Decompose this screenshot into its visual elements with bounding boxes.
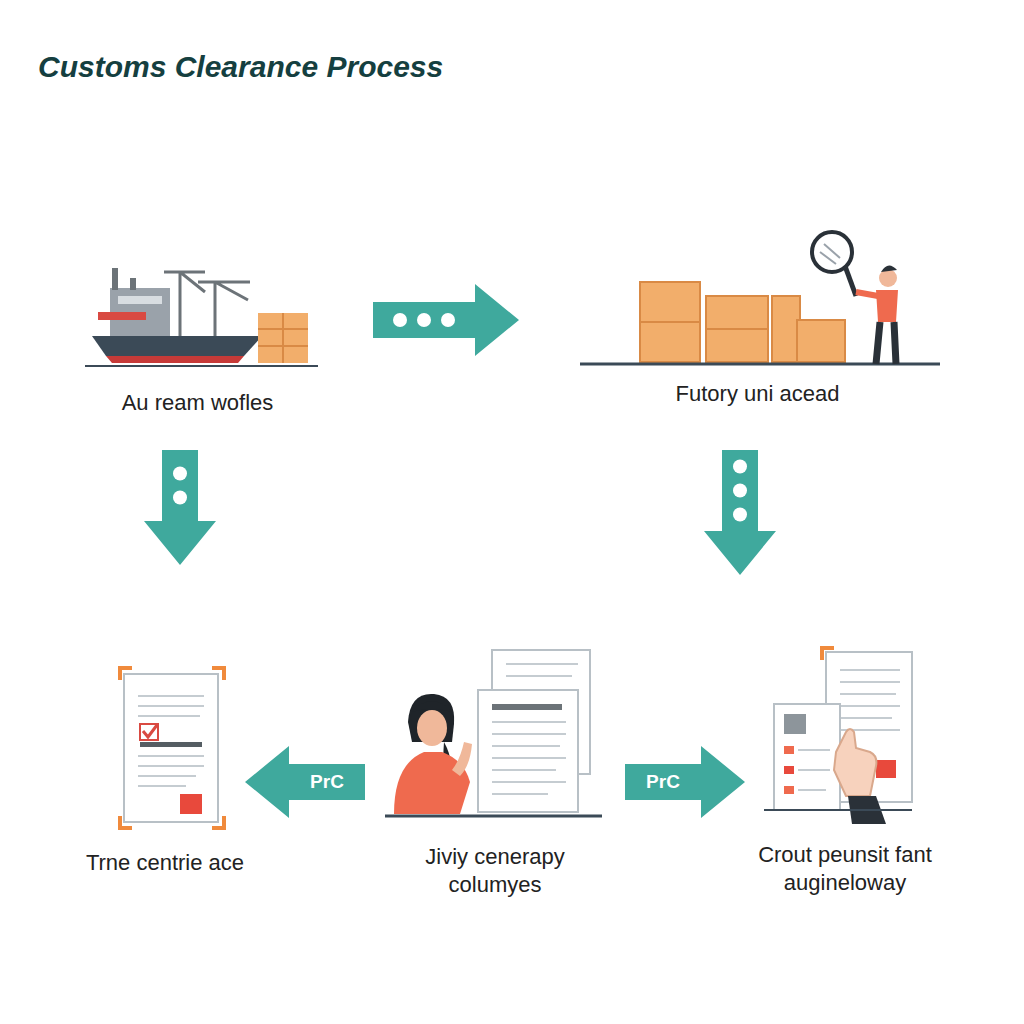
edge-label: PrC — [642, 771, 684, 794]
cloud-stage: Au ream wofles — [40, 145, 355, 480]
cloud-shape — [525, 130, 990, 465]
block-arrow — [704, 450, 776, 575]
edge-label: PrC — [306, 771, 348, 794]
cloud-shape — [40, 145, 355, 480]
panel-shape — [30, 600, 300, 940]
node-label: Au ream wofles — [53, 389, 343, 418]
process-panel: Trne centrie ace — [30, 600, 300, 940]
block-arrow — [373, 284, 519, 356]
diagram-title: Customs Clearance Process — [38, 50, 443, 84]
node-label: Trne centrie ace — [45, 849, 285, 878]
block-arrow — [625, 746, 745, 818]
block-arrow — [144, 450, 216, 565]
node-label: Futory uni acead — [558, 380, 958, 409]
block-arrow — [245, 746, 365, 818]
process-panel: Crout peunsit fant augineloway — [695, 600, 995, 940]
node-label: Jiviy cenerapy columyes — [393, 843, 598, 900]
process-panel: Jiviy cenerapy columyes — [355, 600, 635, 940]
node-label: Crout peunsit fant augineloway — [728, 841, 963, 898]
cloud-stage: Futory uni acead — [525, 130, 990, 465]
